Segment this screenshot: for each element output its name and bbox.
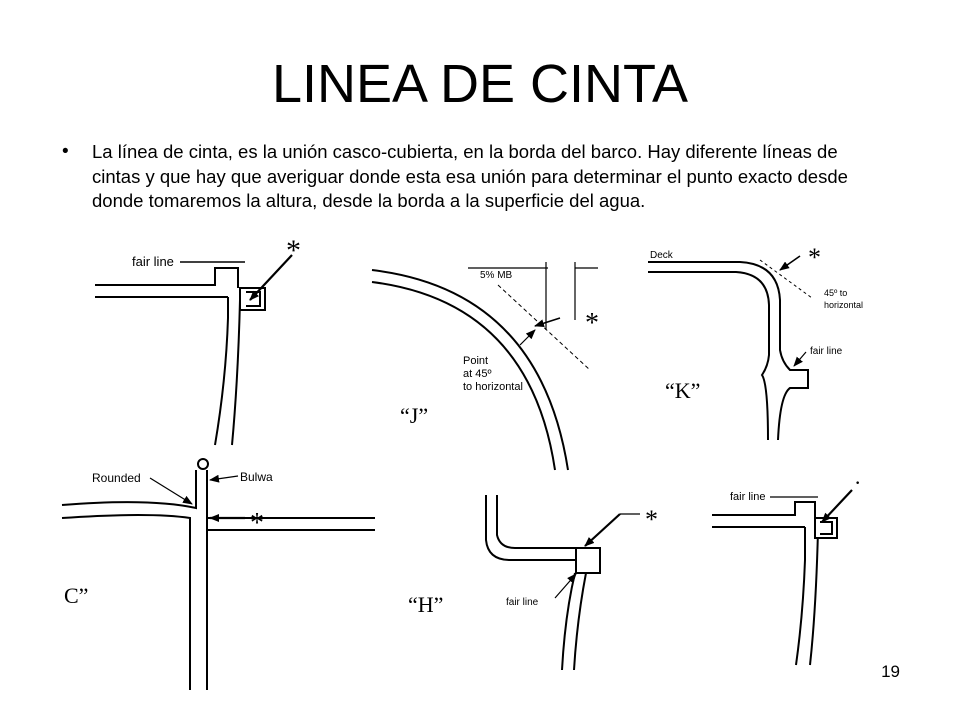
diagram-c-bulwark xyxy=(61,458,375,690)
d6-fair-line-label: fair line xyxy=(730,491,765,503)
d6-star: · xyxy=(854,470,861,495)
diagram-h-flange xyxy=(485,495,640,671)
bullet-text: La línea de cinta, es la unión casco-cub… xyxy=(92,141,848,211)
d2-point-line1: Point xyxy=(463,355,488,367)
page-number: 19 xyxy=(881,662,900,681)
d2-caption: “J” xyxy=(400,403,428,428)
d2-point-line3: to horizontal xyxy=(463,381,523,393)
d3-deck-label: Deck xyxy=(650,250,674,261)
d5-fair-line-label: fair line xyxy=(506,597,539,608)
d4-rounded-label: Rounded xyxy=(92,471,141,485)
diagram-k-deck xyxy=(648,255,813,441)
d1-star: * xyxy=(286,234,301,267)
d3-caption: “K” xyxy=(665,378,700,403)
d2-mb-label: 5% MB xyxy=(480,270,513,281)
d2-point-line2: at 45º xyxy=(463,368,491,380)
d3-star: * xyxy=(808,243,821,272)
diagram-j-rounded xyxy=(371,262,598,471)
d5-star: * xyxy=(645,505,658,534)
d3-angle-line1: 45º to xyxy=(824,288,847,298)
diagram-fair-line-bottom-right xyxy=(712,489,853,666)
d2-star: * xyxy=(585,308,599,339)
bullet-marker: • xyxy=(62,141,69,162)
slide-title: LINEA DE CINTA xyxy=(271,54,689,114)
diagram-fair-line-top-left xyxy=(95,254,293,446)
d5-caption: “H” xyxy=(408,592,443,617)
d1-fair-line-label: fair line xyxy=(132,254,174,269)
d3-fair-line-label: fair line xyxy=(810,346,843,357)
d3-angle-line2: horizontal xyxy=(824,300,863,310)
d4-bulwa-label: Bulwa xyxy=(240,470,273,484)
bullet-list: • La línea de cinta, es la unión casco-c… xyxy=(62,140,882,214)
d4-caption: C” xyxy=(64,583,88,608)
d4-star: * xyxy=(250,508,264,539)
